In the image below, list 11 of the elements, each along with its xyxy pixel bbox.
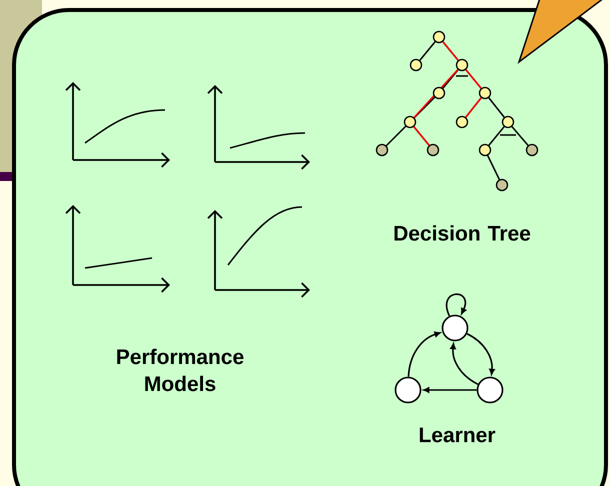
arrow (408, 332, 440, 377)
arrow (466, 333, 495, 375)
panel-label: Performance Models (117, 348, 244, 392)
arrow (450, 343, 478, 385)
panel-label: Learner (420, 428, 496, 442)
panel-label: Decision Tree (394, 225, 530, 241)
state-circle (476, 376, 504, 404)
state-circle (442, 314, 468, 342)
state-circle (394, 376, 422, 404)
arrow (446, 294, 466, 316)
arrow (423, 387, 477, 393)
